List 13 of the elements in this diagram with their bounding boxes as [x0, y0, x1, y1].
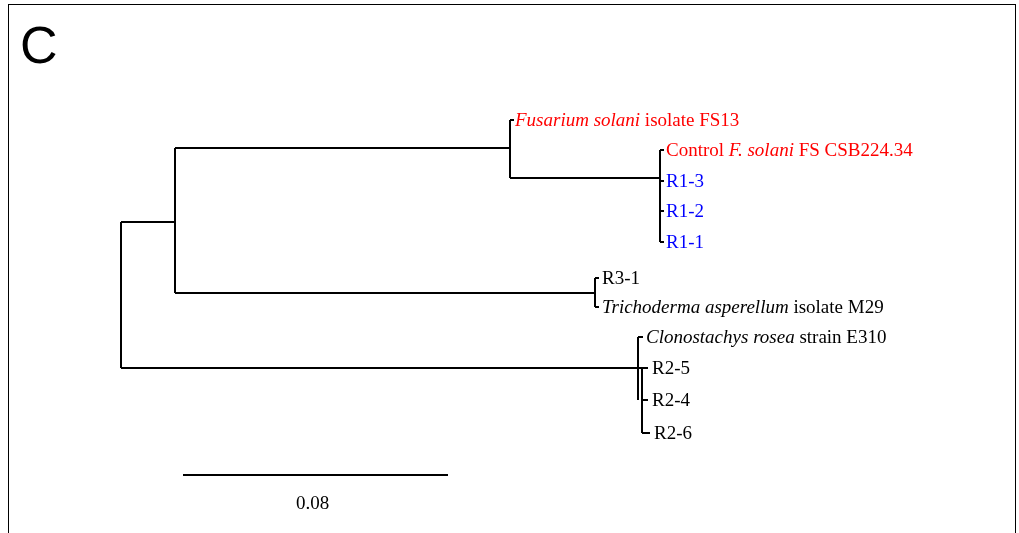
taxon-label: Clonostachys rosea strain E310	[646, 326, 887, 348]
panel-letter: C	[20, 19, 58, 71]
taxon-label: R2-5	[652, 357, 690, 379]
taxon-label: Fusarium solani isolate FS13	[515, 109, 740, 131]
taxon-label: R1-1	[666, 231, 704, 253]
taxon-label: R3-1	[602, 267, 640, 289]
taxon-label: R2-4	[652, 389, 690, 411]
taxon-label: R1-2	[666, 200, 704, 222]
taxon-label: Trichoderma asperellum isolate M29	[602, 296, 884, 318]
taxon-label: R1-3	[666, 170, 704, 192]
scale-label: 0.08	[296, 492, 330, 514]
taxon-label: R2-6	[654, 422, 692, 444]
taxon-label: Control F. solani FS CSB224.34	[666, 139, 913, 161]
